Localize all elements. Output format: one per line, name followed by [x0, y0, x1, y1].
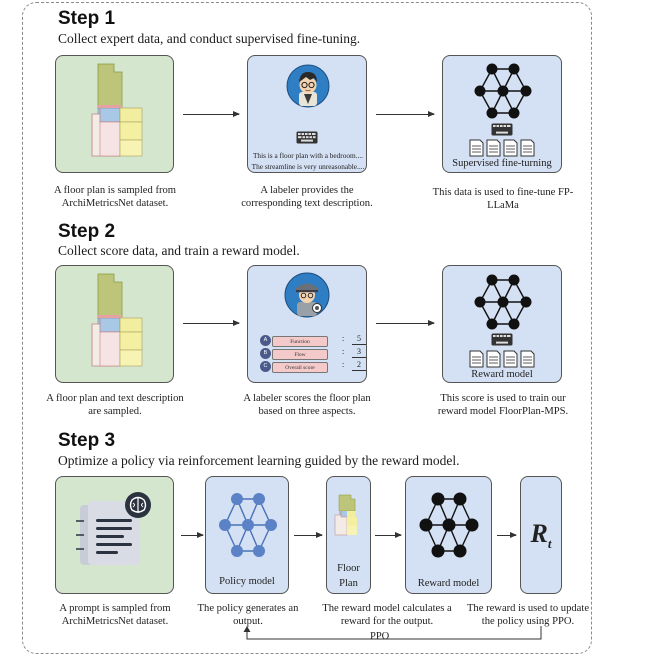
step1-floorplan-box — [55, 55, 174, 173]
documents-icon — [469, 139, 535, 157]
step1-caption-finetune: This data is used to fine-tune FP-LLaMa — [432, 187, 574, 211]
step1-labeler-box: This is a floor plan with a bedroom.... … — [247, 55, 367, 173]
score-criterion: Flow — [272, 349, 328, 360]
inspector-avatar-icon — [284, 272, 330, 318]
neural-network-icon — [474, 63, 532, 119]
step2-arrow-1 — [183, 320, 240, 326]
reward-rt-box: Rt — [520, 476, 562, 594]
floor-plan-box: Floor Plan — [326, 476, 371, 594]
text-description-line-2: The streamline is very unreasonable.... — [251, 162, 365, 171]
reward-model-label: Reward model — [417, 578, 480, 589]
policy-network-icon — [219, 493, 277, 557]
policy-model-box: Policy model — [205, 476, 289, 594]
score-letter-badge: C — [260, 361, 271, 372]
reward-rt-symbol: Rt — [530, 519, 552, 552]
step2-box-label: Reward model — [471, 369, 533, 380]
step2-description: Collect score data, and train a reward m… — [58, 243, 300, 258]
labeler-avatar-icon — [286, 64, 330, 108]
floorplan-image — [91, 63, 143, 157]
keyboard-icon — [491, 333, 513, 346]
step2-labeler-box: A Function : 5 B Flow : 3 C Overall scor… — [247, 265, 367, 383]
floorplan-thumbnail — [334, 494, 357, 536]
step3-description: Optimize a policy via reinforcement lear… — [58, 453, 460, 468]
step2-caption-floorplan: A floor plan and text description are sa… — [46, 393, 184, 417]
floorplan-image — [91, 273, 143, 367]
step1-title: Step 1 — [58, 8, 116, 29]
step1-caption-floorplan: A floor plan is sampled from ArchiMetric… — [53, 185, 177, 209]
step1-caption-labeler: A labeler provides the corresponding tex… — [241, 185, 373, 209]
keyboard-icon — [491, 123, 513, 136]
score-value: 2 — [352, 360, 366, 371]
documents-icon — [469, 350, 535, 368]
step1-box-label: Supervised fine-turning — [452, 158, 552, 169]
reward-model-box: Reward model — [405, 476, 492, 594]
score-value: 3 — [352, 347, 366, 358]
step3-caption-prompt: A prompt is sampled from ArchiMetricsNet… — [59, 603, 171, 627]
step3-arrow-3 — [375, 532, 402, 538]
ppo-label: PPO — [370, 631, 390, 642]
step2-arrow-2 — [376, 320, 435, 326]
score-criterion: Function — [272, 336, 328, 347]
keyboard-icon — [296, 131, 318, 144]
score-value: 5 — [352, 334, 366, 345]
floor-plan-label: Floor Plan — [337, 563, 360, 589]
step1-arrow-2 — [376, 111, 435, 117]
diagram-frame — [22, 2, 592, 654]
step3-caption-update: The reward is used to update the policy … — [466, 603, 590, 627]
step3-arrow-4 — [497, 532, 517, 538]
score-letter-badge: B — [260, 348, 271, 359]
prompt-document-icon — [76, 492, 151, 565]
score-letter-badge: A — [260, 335, 271, 346]
step1-arrow-1 — [183, 111, 240, 117]
reward-network-icon — [419, 492, 479, 558]
step2-title: Step 2 — [58, 221, 116, 242]
score-criterion: Overall score — [272, 362, 328, 373]
step3-caption-policy: The policy generates an output. — [197, 603, 299, 627]
step3-caption-reward: The reward model calculates a reward for… — [322, 603, 452, 627]
step2-caption-reward: This score is used to train our reward m… — [437, 393, 569, 417]
step3-arrow-2 — [294, 532, 323, 538]
step2-floorplan-box — [55, 265, 174, 383]
step3-arrow-1 — [181, 532, 204, 538]
step1-description: Collect expert data, and conduct supervi… — [58, 31, 361, 46]
step1-finetune-box: Supervised fine-turning — [442, 55, 562, 173]
step2-caption-labeler: A labeler scores the floor plan based on… — [243, 393, 371, 417]
ppo-feedback-loop — [243, 626, 542, 640]
text-description-line-1: This is a floor plan with a bedroom.... — [252, 151, 364, 160]
policy-model-label: Policy model — [219, 576, 275, 587]
step3-prompt-box — [55, 476, 174, 594]
neural-network-icon — [474, 274, 532, 330]
step3-title: Step 3 — [58, 430, 116, 451]
step2-reward-box: Reward model — [442, 265, 562, 383]
